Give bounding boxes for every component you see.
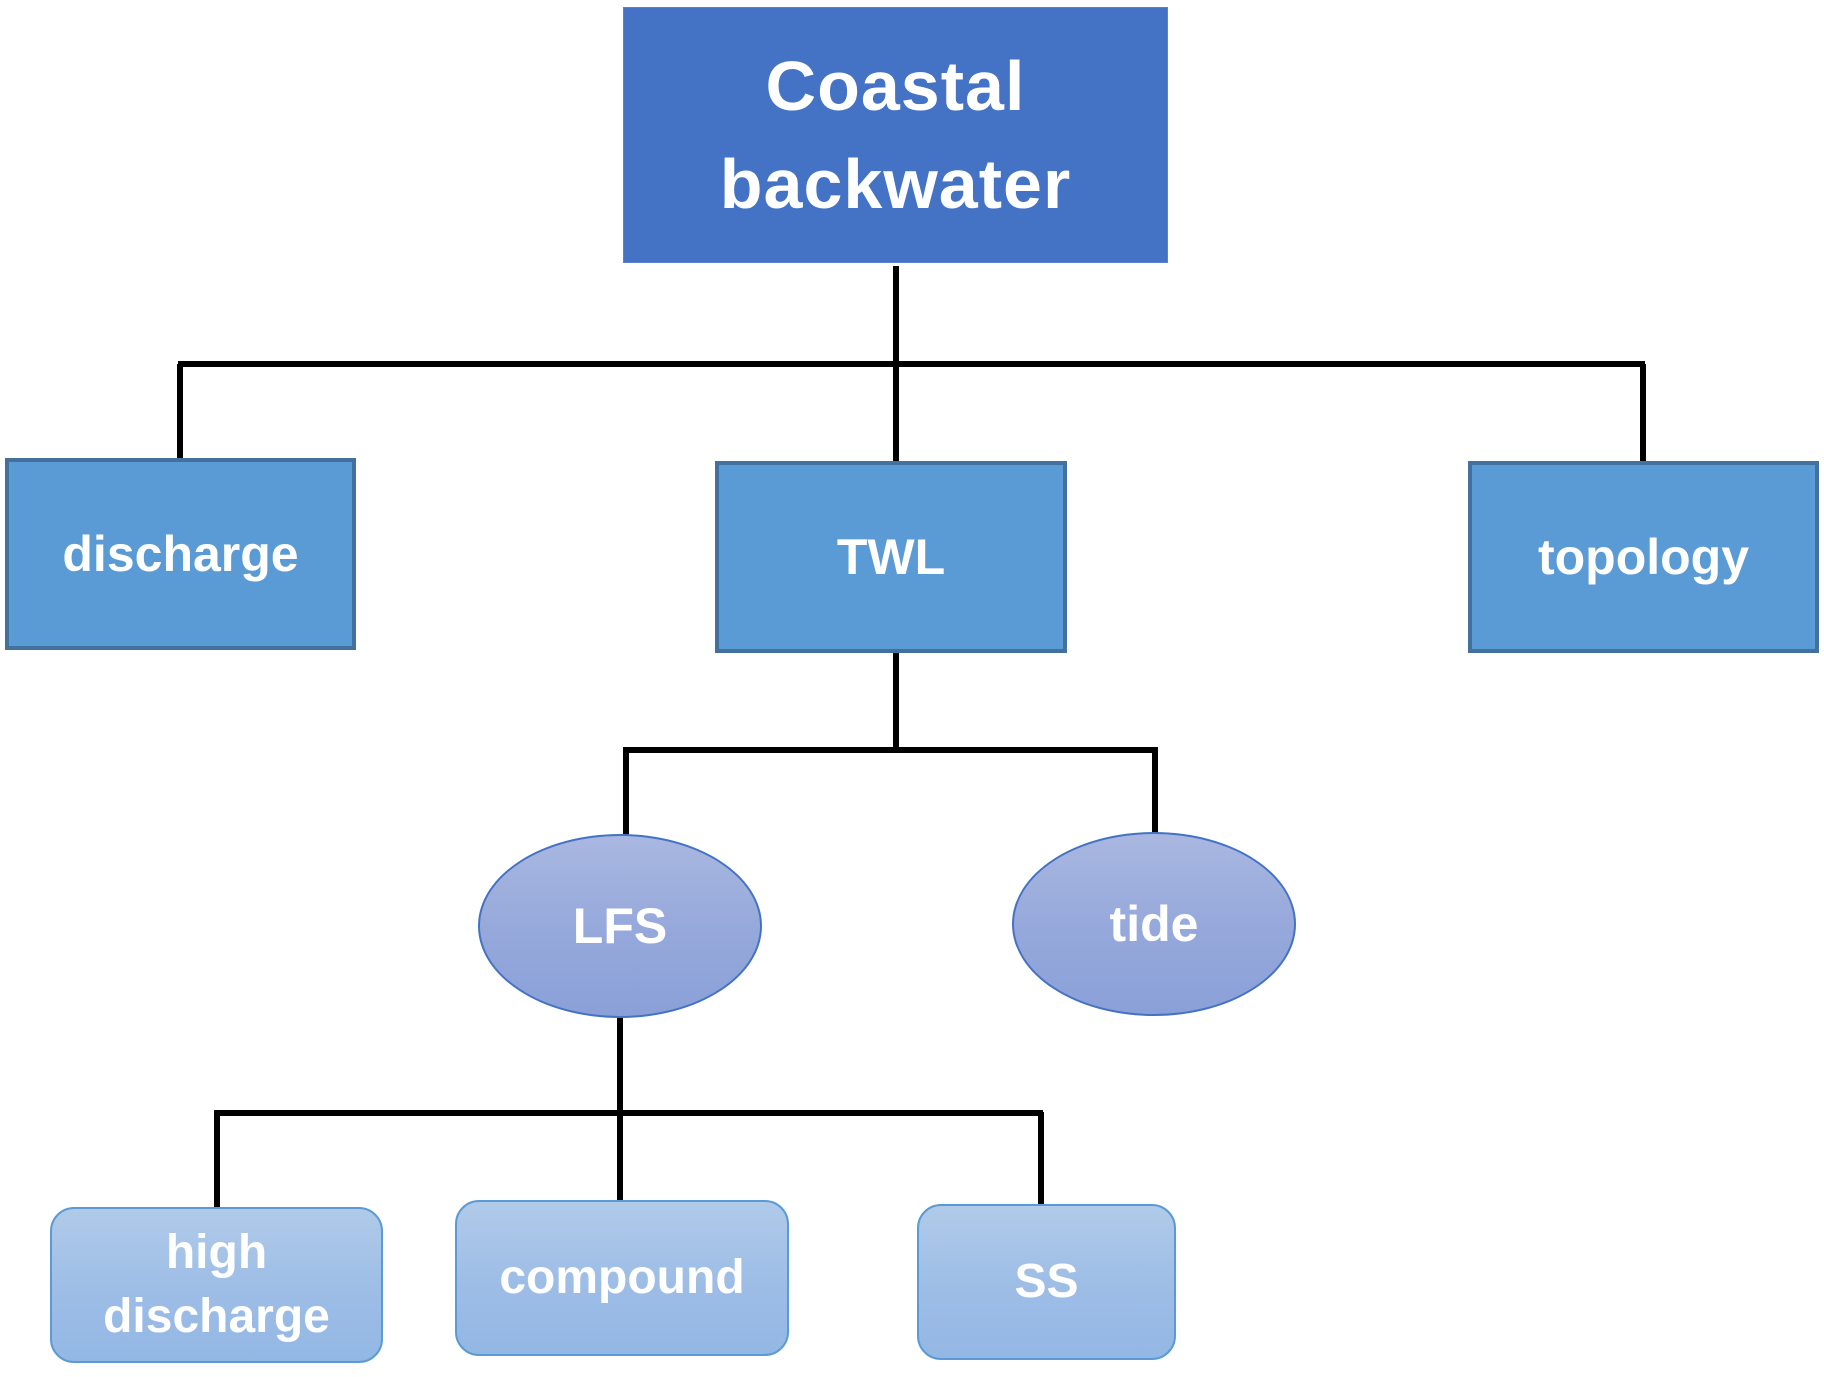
connector-twl-down bbox=[893, 653, 899, 750]
node-label: Coastal backwater bbox=[719, 47, 1072, 223]
node-label: tide bbox=[1109, 896, 1199, 952]
connector-to-tide bbox=[1152, 747, 1158, 833]
connector-to-discharge bbox=[177, 364, 183, 460]
node-coastal-backwater: Coastal backwater bbox=[623, 7, 1168, 263]
node-compound: compound bbox=[455, 1200, 789, 1356]
node-twl: TWL bbox=[715, 461, 1067, 653]
node-label: high discharge bbox=[103, 1226, 330, 1343]
node-label: topology bbox=[1537, 529, 1750, 585]
connector-lfs-down bbox=[617, 1017, 623, 1201]
node-topology: topology bbox=[1468, 461, 1819, 653]
connector-to-ss bbox=[1038, 1112, 1044, 1205]
connector-to-high-discharge bbox=[214, 1112, 220, 1208]
node-high-discharge: high discharge bbox=[50, 1207, 383, 1363]
node-discharge: discharge bbox=[5, 458, 356, 650]
node-tide: tide bbox=[1012, 832, 1296, 1016]
node-lfs: LFS bbox=[478, 834, 762, 1018]
connector-twl-bar bbox=[623, 747, 1157, 753]
node-label: SS bbox=[1014, 1255, 1079, 1308]
connector-to-topology bbox=[1640, 364, 1646, 463]
node-label: TWL bbox=[836, 529, 946, 585]
node-label: discharge bbox=[62, 526, 299, 582]
node-label: LFS bbox=[572, 898, 668, 954]
connector-to-lfs bbox=[623, 747, 629, 835]
connector-root-bar bbox=[178, 361, 1645, 367]
node-label: compound bbox=[499, 1251, 745, 1304]
connector-lfs-bar bbox=[214, 1110, 1043, 1116]
node-ss: SS bbox=[917, 1204, 1176, 1360]
